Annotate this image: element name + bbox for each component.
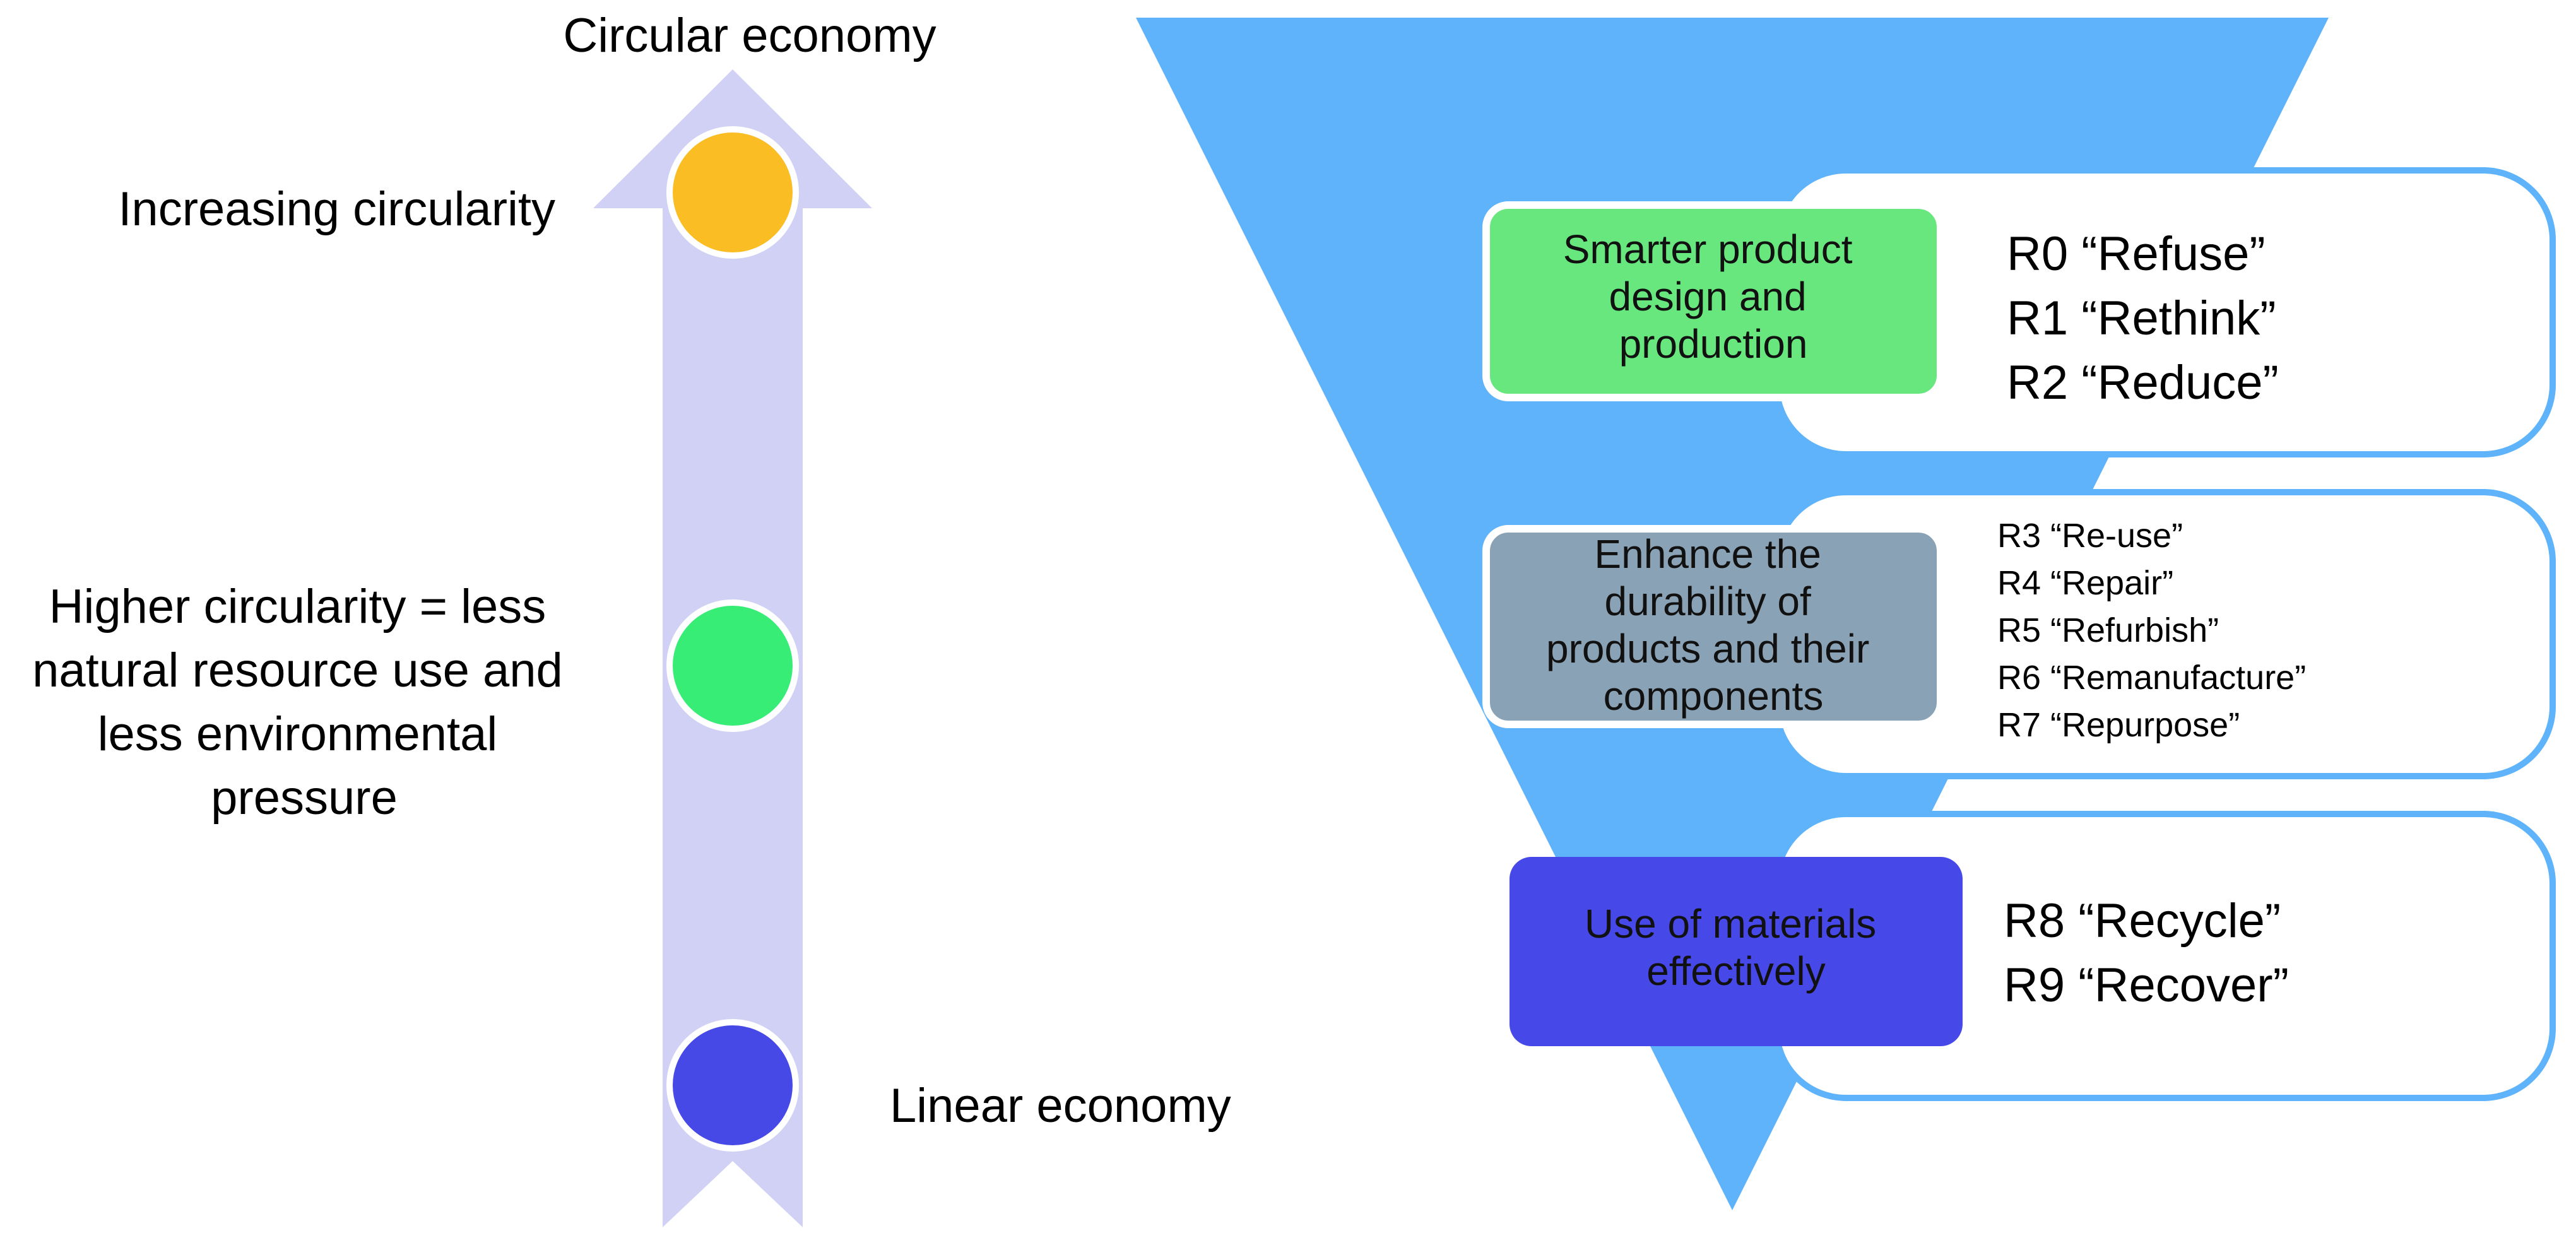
circularity-explanation-line: less environmental	[98, 707, 498, 761]
strategy-group-2: Enhance the durability of products and t…	[1482, 489, 2556, 779]
strategy-items: R3 “Re-use” R4 “Repair” R5 “Refurbish” R…	[1997, 517, 2315, 744]
strategy-item: R2 “Reduce”	[2007, 356, 2279, 410]
category-label-line: Enhance the	[1594, 531, 1821, 577]
strategy-item: R6 “Remanufacture”	[1997, 659, 2306, 697]
strategy-item: R9 “Recover”	[2004, 958, 2289, 1012]
category-box	[1510, 857, 1963, 1046]
strategy-group-1: Smarter product design and production R0…	[1482, 167, 2556, 457]
category-label: Smarter product design and production	[1563, 227, 1864, 367]
linear-economy-label: Linear economy	[890, 1079, 1231, 1133]
circular-economy-label: Circular economy	[563, 9, 936, 62]
category-box	[1482, 525, 1944, 728]
category-label-line: Use of materials	[1585, 901, 1876, 946]
category-box	[1482, 201, 1944, 401]
circularity-explanation-line: Higher circularity = less	[49, 580, 547, 634]
circularity-node-middle	[666, 599, 799, 732]
category-label-line: design and	[1609, 274, 1807, 319]
category-label: Use of materials effectively	[1585, 901, 1888, 994]
category-label-line: products and their	[1546, 626, 1869, 671]
circularity-explanation-line: natural resource use and	[32, 644, 563, 697]
circularity-node-bottom	[666, 1019, 799, 1152]
category-label-line: durability of	[1604, 579, 1811, 624]
strategy-item: R3 “Re-use”	[1997, 517, 2183, 555]
category-label: Enhance the durability of products and t…	[1546, 531, 1881, 719]
strategy-items: R8 “Recycle” R9 “Recover”	[2004, 894, 2294, 1012]
category-label-line: effectively	[1646, 948, 1825, 994]
strategy-item: R7 “Repurpose”	[1997, 706, 2240, 744]
category-label-line: production	[1619, 321, 1808, 367]
strategy-item: R1 “Rethink”	[2007, 292, 2276, 345]
strategy-item: R4 “Repair”	[1997, 564, 2173, 602]
category-label-line: components	[1604, 673, 1824, 719]
strategy-group-3: Use of materials effectively R8 “Recycle…	[1510, 811, 2556, 1101]
increasing-circularity-label: Increasing circularity	[118, 182, 555, 236]
category-label-line: Smarter product	[1563, 227, 1853, 272]
strategy-item: R0 “Refuse”	[2007, 227, 2266, 281]
strategy-items: R0 “Refuse” R1 “Rethink” R2 “Reduce”	[2007, 227, 2289, 410]
circularity-node-top	[666, 126, 799, 259]
circularity-explanation-line: pressure	[211, 771, 398, 825]
strategy-item: R5 “Refurbish”	[1997, 611, 2219, 649]
strategy-item: R8 “Recycle”	[2004, 894, 2281, 948]
circularity-explanation: Higher circularity = less natural resour…	[32, 580, 576, 825]
